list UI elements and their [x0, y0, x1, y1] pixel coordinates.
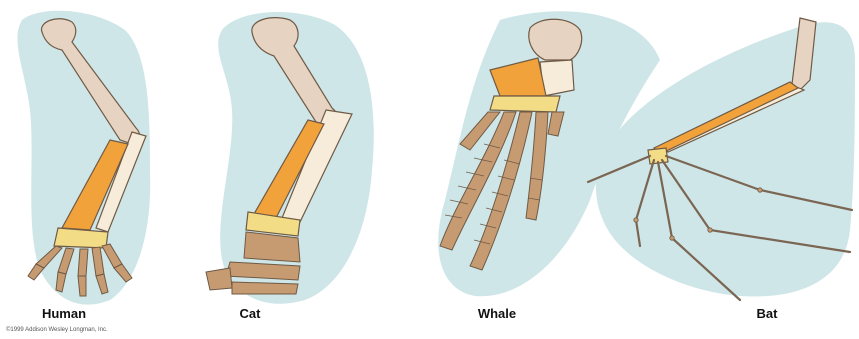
human-forelimb [17, 11, 150, 305]
label-whale: Whale [447, 306, 547, 321]
label-human: Human [14, 306, 114, 321]
whale-carpals [490, 96, 560, 112]
cat-forelimb [206, 12, 374, 304]
label-bat: Bat [717, 306, 817, 321]
human-carpals [54, 228, 108, 248]
label-cat: Cat [200, 306, 300, 321]
copyright-credit: ©1999 Addison Wesley Longman, Inc. [6, 327, 108, 333]
whale-humerus [529, 19, 582, 60]
